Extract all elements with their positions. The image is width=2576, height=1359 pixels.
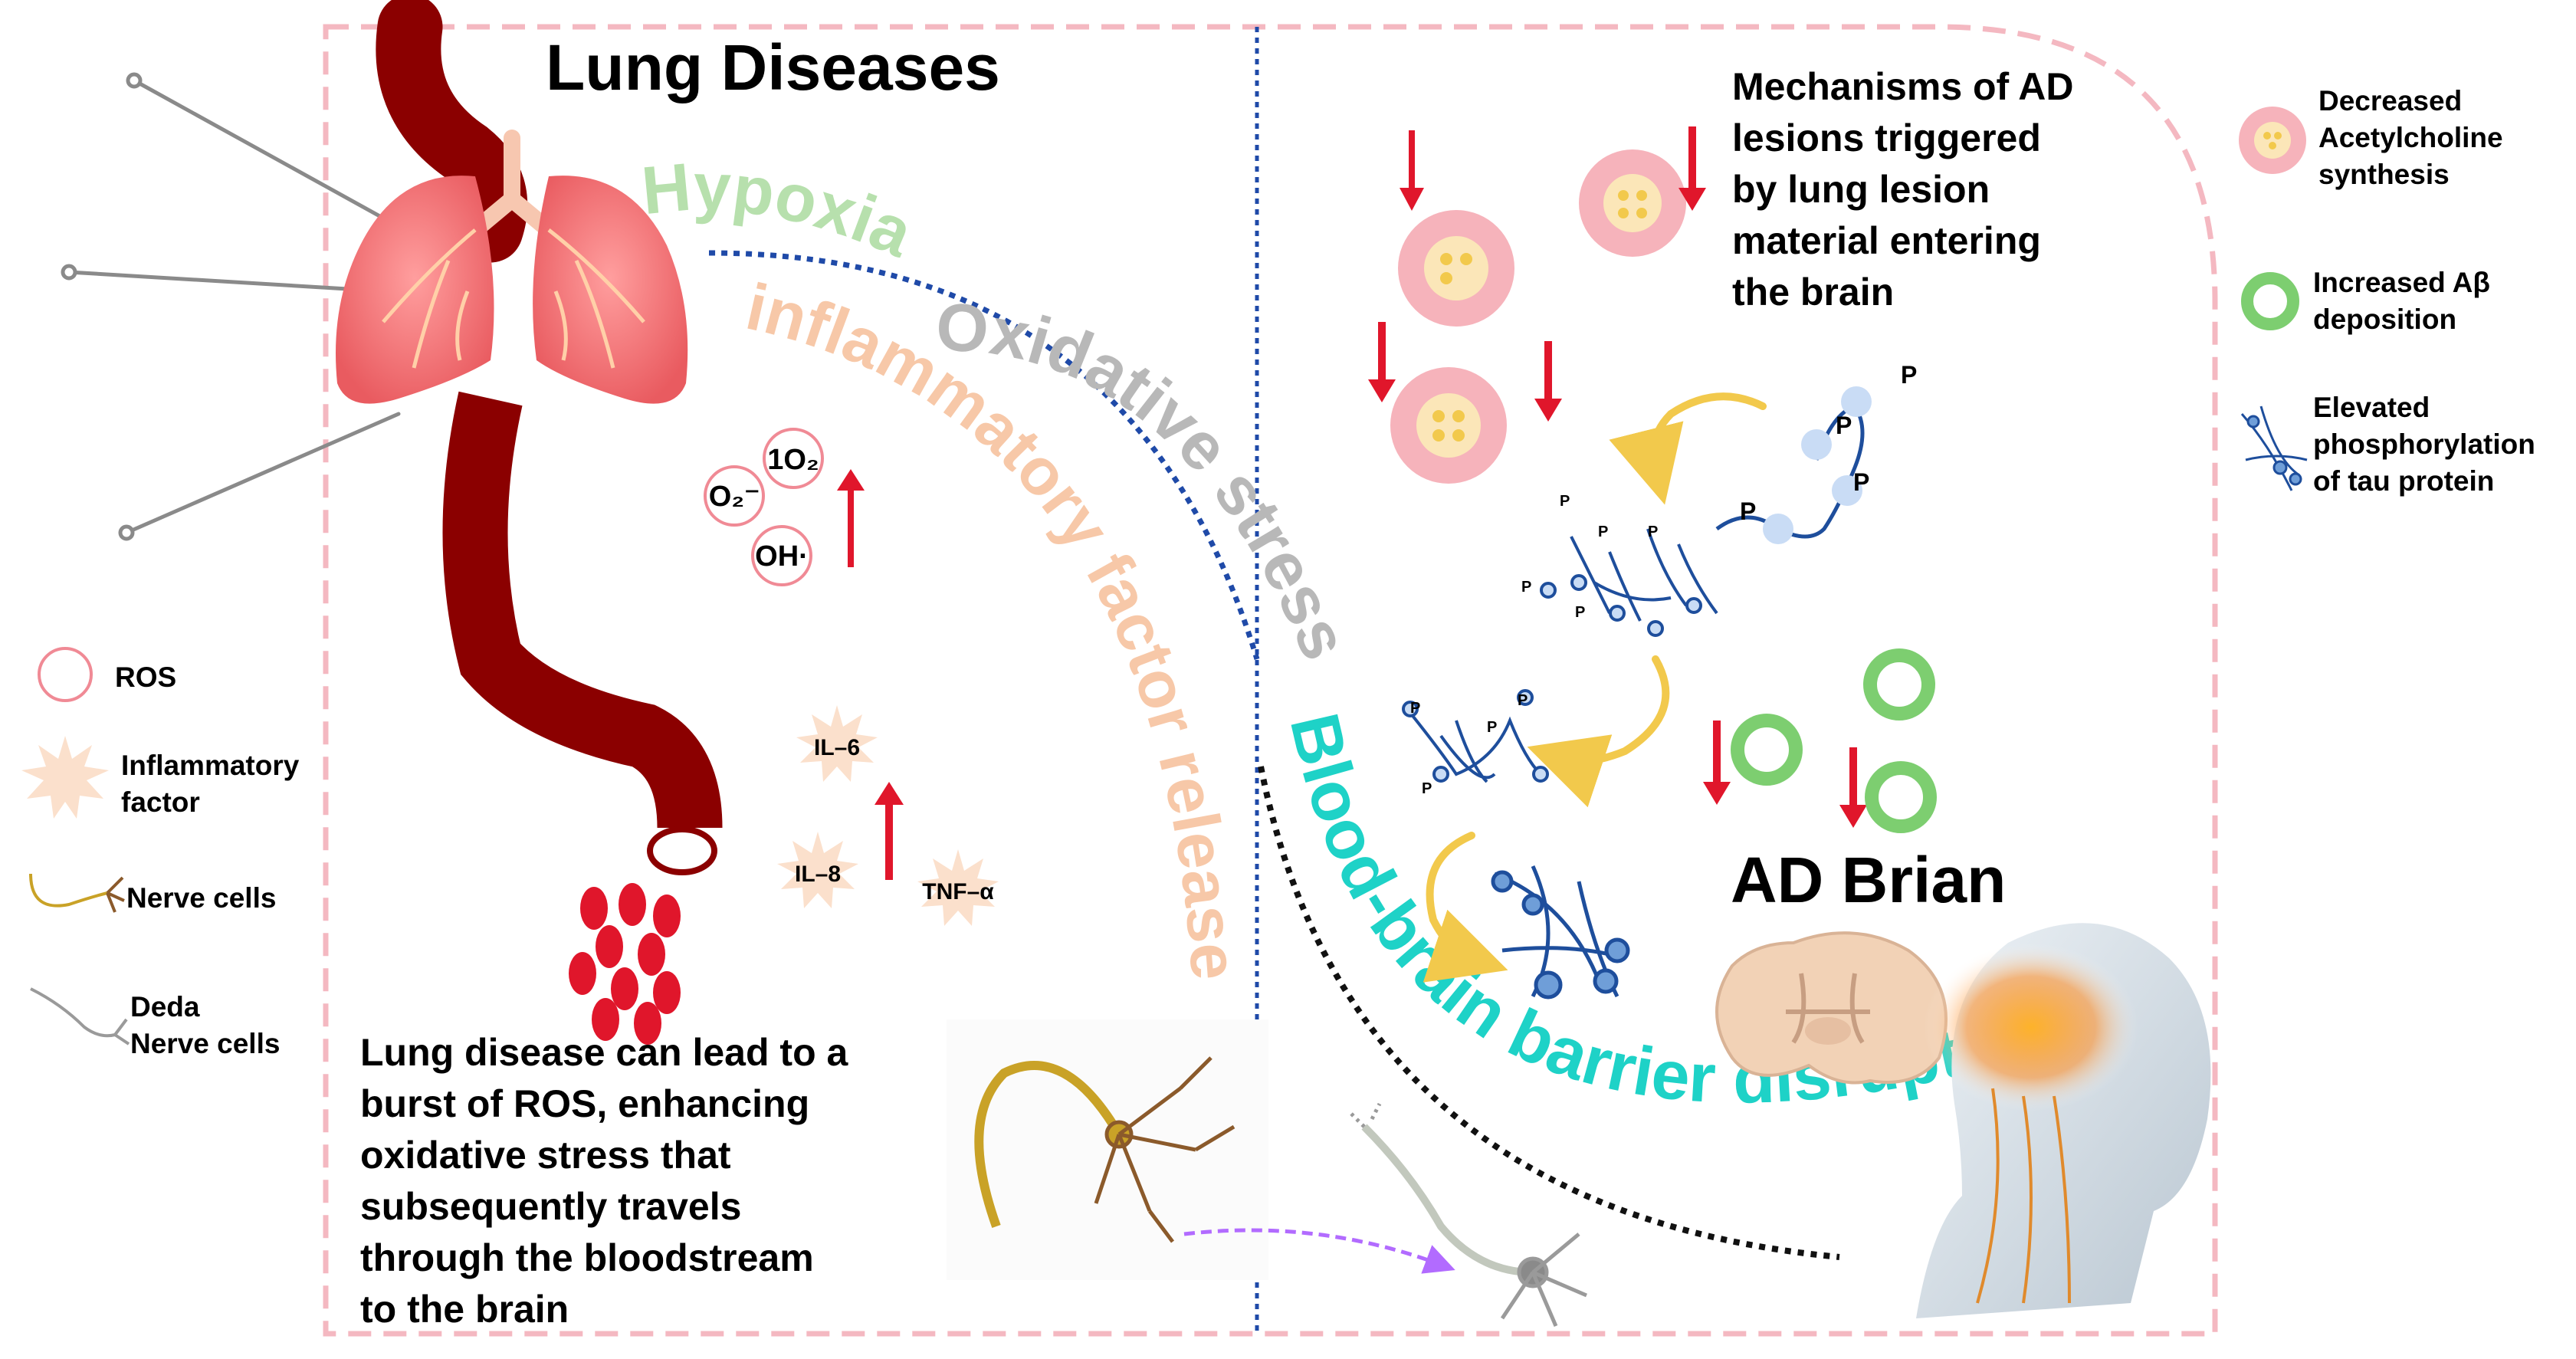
tau-tangle-1 — [1540, 528, 1718, 637]
legend-left-icons — [21, 647, 130, 1046]
legend-right-icons — [2239, 107, 2308, 491]
decrease-arrows — [1368, 126, 1867, 828]
legend-line: factor — [121, 786, 200, 818]
acupuncture-needles — [61, 72, 401, 541]
abeta-legend-icon — [2241, 272, 2299, 330]
dead-nerve-cell-legend-icon — [30, 987, 130, 1046]
cytokine-tnfa: TNF–α — [922, 879, 994, 904]
mechanism-line: material entering — [1732, 219, 2041, 262]
lungs-icon — [336, 130, 688, 404]
ach-cell — [1398, 210, 1514, 327]
ad-brain-title: AD Brian — [1731, 844, 2007, 916]
ros-1o2: 1O₂ — [767, 444, 819, 476]
legend-tau-label: Elevated phosphorylation of tau protein — [2313, 389, 2535, 500]
svg-text:P: P — [1836, 412, 1852, 439]
svg-text:P: P — [1575, 604, 1585, 621]
legend-line: deposition — [2313, 304, 2457, 335]
legend-line: Elevated — [2313, 392, 2430, 423]
summary-line: burst of ROS, enhancing — [360, 1082, 810, 1125]
legend-acetylcholine-label: Decreased Acetylcholine synthesis — [2318, 83, 2503, 193]
ach-cell — [1390, 367, 1507, 484]
red-blood-cells — [569, 883, 681, 1045]
legend-line: synthesis — [2318, 159, 2450, 190]
svg-text:P: P — [1422, 780, 1432, 797]
healthy-neuron — [947, 1019, 1268, 1280]
summary-line: through the bloodstream — [360, 1236, 814, 1279]
abeta-rings — [1731, 648, 1937, 833]
legend-nerve-cells-label: Nerve cells — [126, 882, 277, 914]
cytokines: IL–6 IL–8 TNF–α — [777, 705, 999, 926]
summary-line: subsequently travels — [360, 1185, 742, 1228]
mechanism-line: lesions triggered — [1732, 117, 2041, 159]
nerve-cell-legend-icon — [29, 873, 125, 913]
cytokine-up-arrow — [875, 782, 904, 880]
conversion-swirls — [1423, 392, 1767, 983]
ros-oh: OH· — [755, 540, 809, 573]
legend-inflammatory-label: Inflammatory factor — [121, 747, 299, 821]
hypoxia-label: Hypoxia — [638, 149, 924, 272]
legend-abeta-label: Increased Aβ deposition — [2313, 264, 2490, 338]
lung-summary: Lung disease can lead to a burst of ROS,… — [360, 1027, 943, 1335]
legend-line: Increased Aβ — [2313, 267, 2490, 298]
legend-line: Inflammatory — [121, 750, 300, 781]
tau-fibrils — [1491, 865, 1630, 1000]
blood-vessel — [376, 0, 723, 875]
ros-up-arrow — [837, 469, 865, 567]
svg-text:P: P — [1560, 493, 1570, 510]
legend-line: Decreased — [2318, 85, 2463, 117]
ros-legend-icon — [38, 647, 93, 702]
svg-text:P: P — [1901, 361, 1917, 389]
svg-text:P: P — [1853, 468, 1869, 496]
inflammatory-legend-icon — [21, 736, 109, 819]
cytokine-il6: IL–6 — [814, 735, 860, 760]
dead-neuron — [1347, 1102, 1587, 1327]
acetylcholine-cells — [1390, 149, 1686, 484]
acetylcholine-legend-icon — [2239, 107, 2306, 174]
summary-line: to the brain — [360, 1288, 569, 1331]
brain-section-icon — [1715, 931, 1948, 1085]
legend-line: Nerve cells — [130, 1028, 281, 1059]
svg-text:P: P — [1410, 700, 1420, 717]
legend-line: phosphorylation — [2313, 428, 2535, 460]
tau-legend-icon — [2240, 405, 2308, 491]
lung-diseases-title: Lung Diseases — [546, 31, 1000, 103]
legend-dead-nerve-cells-label: Deda Nerve cells — [130, 989, 280, 1062]
legend-ros-label: ROS — [115, 661, 177, 693]
mechanism-caption: Mechanisms of AD lesions triggered by lu… — [1732, 61, 2161, 318]
ach-cell — [1579, 149, 1686, 257]
ros-o2: O₂⁻ — [709, 481, 760, 513]
mechanism-line: the brain — [1732, 271, 1895, 313]
svg-text:P: P — [1487, 719, 1497, 736]
human-head-icon — [1916, 923, 2211, 1318]
cytokine-il8: IL–8 — [795, 862, 841, 887]
svg-text:P: P — [1648, 524, 1658, 540]
neuron-transition-arrow — [1183, 1228, 1455, 1274]
mechanism-line: by lung lesion — [1732, 168, 1990, 211]
legend-line: of tau protein — [2313, 465, 2495, 497]
phospho-labels: P P P P P P P P P P P P P — [1410, 361, 1917, 797]
svg-text:P: P — [1740, 497, 1756, 525]
ros-molecules: 1O₂ O₂⁻ OH· — [704, 428, 865, 586]
svg-text:P: P — [1518, 692, 1528, 709]
summary-line: Lung disease can lead to a — [360, 1031, 848, 1074]
mechanism-line: Mechanisms of AD — [1732, 65, 2074, 108]
svg-text:P: P — [1521, 579, 1531, 596]
legend-line: Deda — [130, 991, 200, 1023]
phospho-beads — [1763, 386, 1872, 544]
summary-line: oxidative stress that — [360, 1134, 731, 1177]
svg-text:P: P — [1598, 524, 1608, 540]
transport-curves — [708, 250, 1840, 1260]
legend-line: Acetylcholine — [2318, 122, 2503, 153]
